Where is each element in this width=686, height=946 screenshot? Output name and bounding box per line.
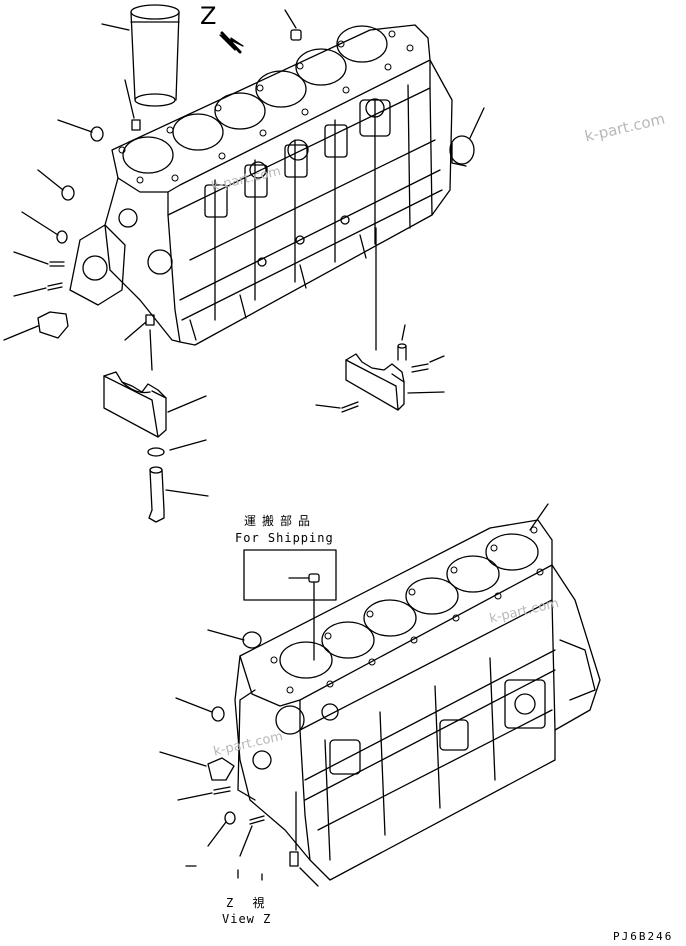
shipping-label-jp: 運搬部品 xyxy=(244,514,317,528)
lower-deck-bolt-holes xyxy=(270,526,544,694)
view-z-arrow xyxy=(219,31,244,54)
lower-cylinder-block xyxy=(234,519,601,881)
shipping-box xyxy=(243,549,337,661)
top-plug xyxy=(284,9,302,41)
lower-block-leader xyxy=(529,503,549,531)
view-z-label: Z xyxy=(200,2,217,30)
cylinder-liner xyxy=(130,4,180,107)
drawing-code: PJ6B246 xyxy=(613,930,674,943)
shipping-label-en: For Shipping xyxy=(235,531,334,545)
side-cap-plug xyxy=(449,107,485,167)
main-bearing-cap-left xyxy=(103,329,209,523)
main-bearing-cap-right xyxy=(315,227,445,413)
view-z-caption-jp: Z 視 xyxy=(226,896,271,910)
lower-cylinder-bores xyxy=(279,533,539,679)
upper-cylinder-bores xyxy=(122,25,388,174)
upper-cylinder-block xyxy=(69,24,453,346)
upper-deck-bolt-holes xyxy=(118,30,414,184)
upper-left-small-parts xyxy=(3,23,155,341)
view-z-caption-en: View Z xyxy=(222,912,272,926)
lower-left-small-parts xyxy=(159,629,319,887)
